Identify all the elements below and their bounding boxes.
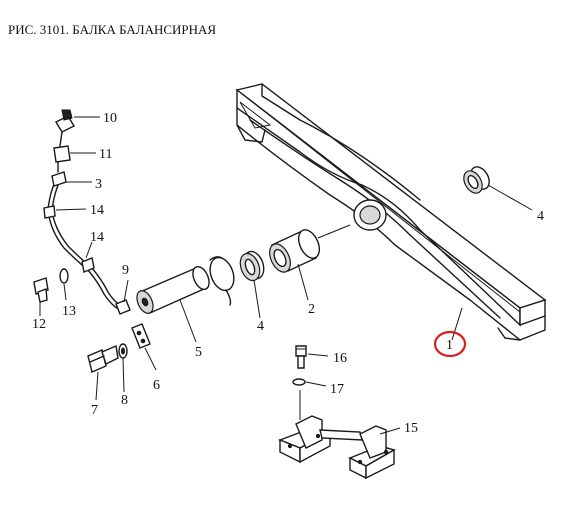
label-part-13: 13 xyxy=(62,304,76,319)
lock-plate-part-6 xyxy=(131,323,151,349)
bushing-part-4-upper xyxy=(463,166,490,194)
label-part-4-upper: 4 xyxy=(537,209,544,224)
part-1-highlight-circle xyxy=(433,330,467,358)
bushing-part-4-middle xyxy=(239,250,265,282)
label-part-4-middle: 4 xyxy=(257,319,264,334)
label-part-11: 11 xyxy=(99,147,112,162)
axle-pin-part-5 xyxy=(136,265,210,314)
balance-beam xyxy=(235,83,547,341)
bolt-part-12 xyxy=(33,277,49,303)
grease-line xyxy=(43,109,131,315)
part-labels: 10 11 3 14 14 9 12 13 5 6 8 7 4 2 4 1 16… xyxy=(32,111,544,436)
leader-lines xyxy=(39,116,533,435)
label-part-12: 12 xyxy=(32,317,46,332)
figure-title: РИС. 3101. БАЛКА БАЛАНСИРНАЯ xyxy=(8,22,217,37)
label-part-16: 16 xyxy=(333,351,347,366)
washer-part-17 xyxy=(292,378,306,386)
label-part-14-lower: 14 xyxy=(90,230,104,245)
label-part-17: 17 xyxy=(330,382,344,397)
washer-part-8 xyxy=(118,343,128,359)
label-part-6: 6 xyxy=(153,378,160,393)
washer-part-13 xyxy=(59,268,69,284)
label-part-15: 15 xyxy=(404,421,418,436)
label-part-9: 9 xyxy=(122,263,129,278)
label-part-10: 10 xyxy=(103,111,117,126)
bracket-part-15 xyxy=(278,390,396,480)
bolt-part-16 xyxy=(295,345,307,369)
sleeve-part-2 xyxy=(269,229,321,273)
label-part-2: 2 xyxy=(308,302,315,317)
seal-ring xyxy=(209,256,235,306)
label-part-1: 1 xyxy=(446,338,453,353)
bolt-part-7 xyxy=(87,345,119,373)
label-part-14-upper: 14 xyxy=(90,203,104,218)
label-part-3: 3 xyxy=(95,177,102,192)
label-part-7: 7 xyxy=(91,403,98,418)
label-part-8: 8 xyxy=(121,393,128,408)
label-part-5: 5 xyxy=(195,345,202,360)
